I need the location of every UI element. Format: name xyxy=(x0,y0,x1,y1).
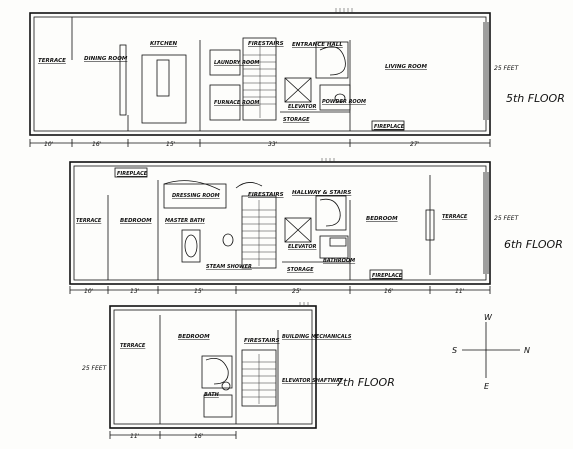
compass-north: N xyxy=(524,346,530,355)
sixth-width-label: 25 FEET xyxy=(494,215,520,222)
seventh-floor-outline xyxy=(109,305,317,429)
fifth-dim-5: 27' xyxy=(410,141,420,148)
sixth-dim-5: 16' xyxy=(384,288,394,295)
sixth-dressing-label: DRESSING ROOM xyxy=(172,193,220,199)
fifth-kitchen-label: KITCHEN xyxy=(150,41,177,47)
sixth-firestairs-label: FIRESTAIRS xyxy=(248,192,284,198)
sixth-bathroom-label: BATHROOM xyxy=(323,258,355,264)
sixth-floor-outline xyxy=(69,161,491,285)
seventh-dim-1: 11' xyxy=(130,433,140,440)
fifth-fireplace-label: FIREPLACE xyxy=(374,124,405,130)
fifth-furnace-label: FURNACE ROOM xyxy=(214,100,259,106)
seventh-bath-label: BATH xyxy=(204,392,220,398)
seventh-floor-label: 7th FLOOR xyxy=(336,376,395,389)
sixth-bedroom-left-label: BEDROOM xyxy=(120,218,152,224)
sixth-bedroom-right-label: BEDROOM xyxy=(366,216,398,222)
fifth-dim-2: 16' xyxy=(92,141,102,148)
sixth-master-bath-label: MASTER BATH xyxy=(165,218,205,224)
fifth-dining-label: DINING ROOM xyxy=(84,56,128,62)
seventh-firestairs-label: FIRESTAIRS xyxy=(244,338,280,344)
seventh-shaftway-label: ELEVATOR SHAFTWAY xyxy=(282,378,344,384)
sixth-fireplace-left-label: FIREPLACE xyxy=(117,171,148,177)
sixth-hallway-label: HALLWAY & STAIRS xyxy=(292,190,351,196)
compass-east: E xyxy=(484,382,490,391)
sixth-dim-1: 10' xyxy=(84,288,94,295)
sixth-dim-2: 13' xyxy=(130,288,140,295)
seventh-dim-2: 16' xyxy=(194,433,204,440)
compass-south: S xyxy=(452,346,457,355)
sixth-storage-label: STORAGE xyxy=(287,267,314,273)
sixth-fireplace-right-label: FIREPLACE xyxy=(372,273,403,279)
seventh-floor-plan: TERRACE BEDROOM FIRESTAIRS BUILDING MECH… xyxy=(82,302,395,440)
fifth-laundry-label: LAUNDRY ROOM xyxy=(214,60,259,66)
compass-rose: W S N E xyxy=(452,313,530,391)
fifth-floor-label: 5th FLOOR xyxy=(506,92,565,105)
sixth-dim-6: 11' xyxy=(455,288,465,295)
fifth-dim-1: 10' xyxy=(44,141,54,148)
sixth-steam-shower-label: STEAM SHOWER xyxy=(206,264,252,270)
sixth-floor-plan: FIREPLACE DRESSING ROOM MASTER BATH FIRE… xyxy=(69,158,563,295)
fifth-floor-plan: TERRACE DINING ROOM KITCHEN LAUNDRY ROOM… xyxy=(29,8,565,148)
sixth-floor-label: 6th FLOOR xyxy=(504,238,563,251)
fifth-terrace-label: TERRACE xyxy=(38,58,66,64)
fifth-powder-label: POWDER ROOM xyxy=(322,99,366,105)
seventh-mechanicals-label: BUILDING MECHANICALS xyxy=(282,334,352,340)
fifth-dim-4: 33' xyxy=(268,141,278,148)
sixth-elevator-label: ELEVATOR xyxy=(288,244,317,250)
fifth-entrance-label: ENTRANCE HALL xyxy=(292,42,343,48)
fifth-width-label: 25 FEET xyxy=(494,65,520,72)
fifth-living-label: LIVING ROOM xyxy=(385,64,427,70)
seventh-bedroom-label: BEDROOM xyxy=(178,334,210,340)
sixth-terrace-right-label: TERRACE xyxy=(442,214,468,220)
fifth-storage-label: STORAGE xyxy=(283,117,310,123)
sixth-dim-4: 25' xyxy=(292,288,302,295)
fifth-elevator-label: ELEVATOR xyxy=(288,104,317,110)
seventh-terrace-label: TERRACE xyxy=(120,343,146,349)
fifth-firestairs-label: FIRESTAIRS xyxy=(248,41,284,47)
sixth-terrace-left-label: TERRACE xyxy=(76,218,102,224)
compass-west: W xyxy=(484,313,493,322)
fifth-dim-3: 15' xyxy=(166,141,176,148)
sixth-dim-3: 15' xyxy=(194,288,204,295)
seventh-width-label: 25 FEET xyxy=(82,365,108,372)
